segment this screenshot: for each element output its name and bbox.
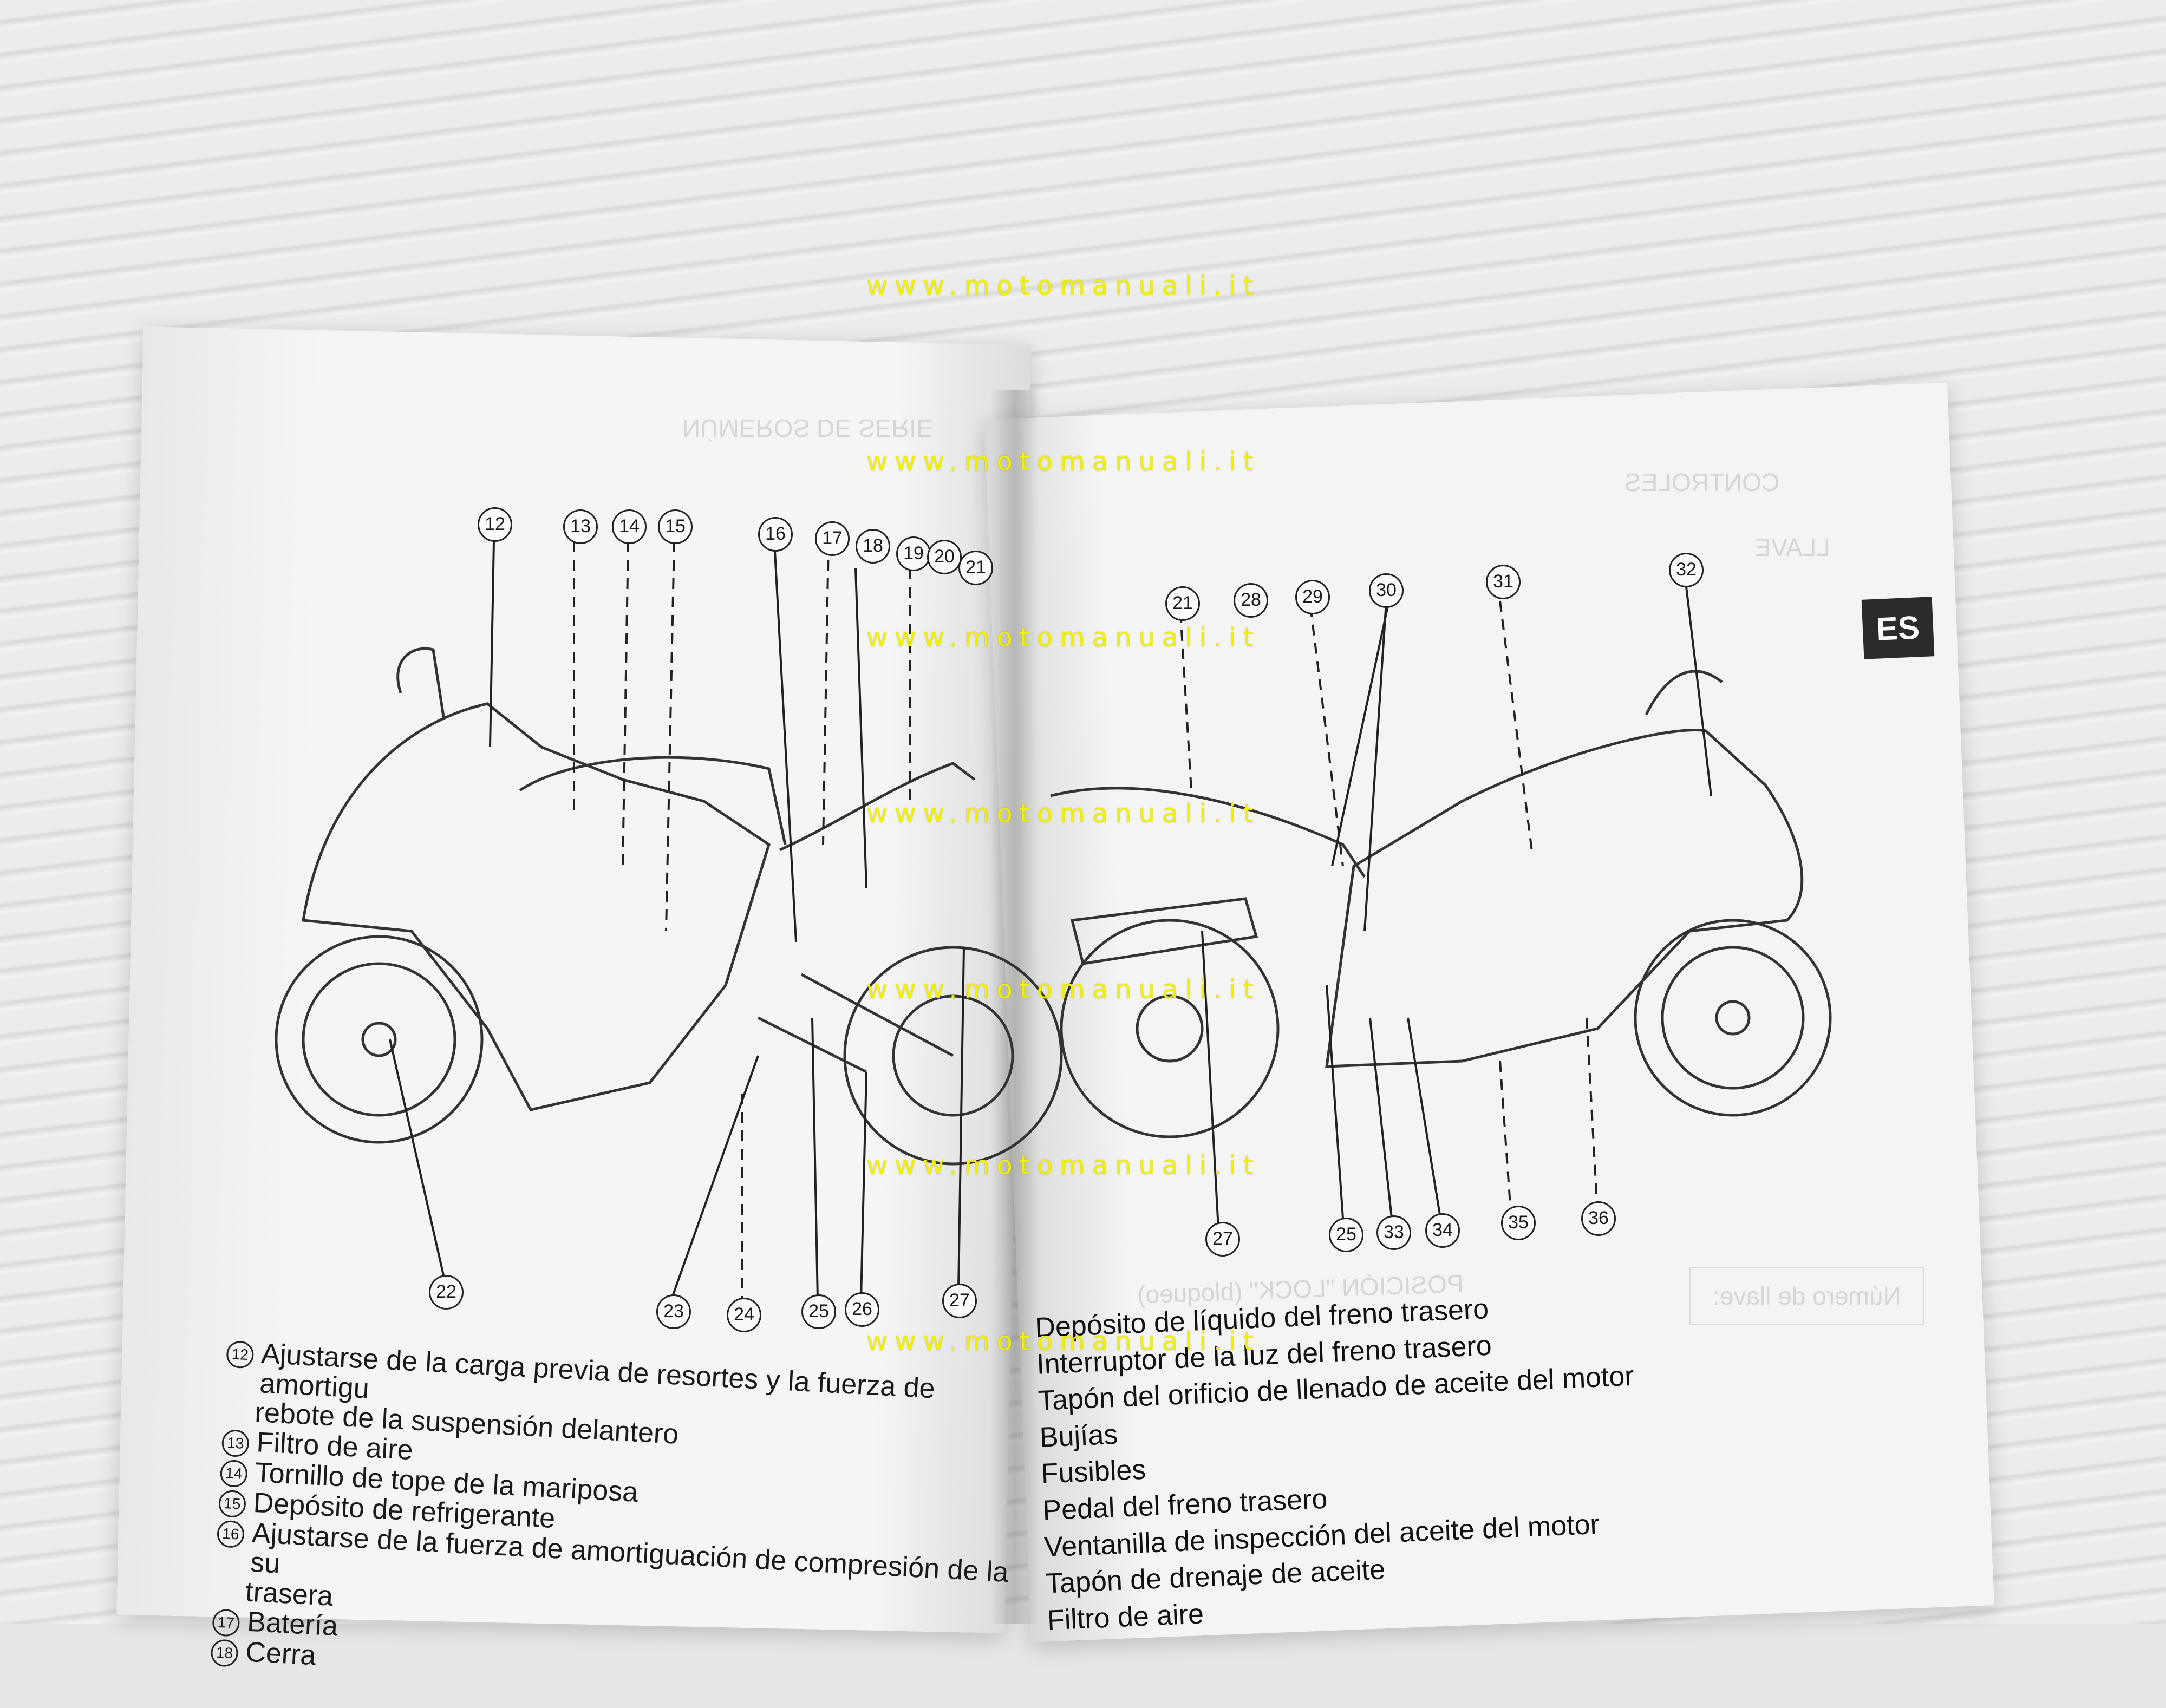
left-bike-seat [779, 762, 976, 852]
callout-35: 35 [1501, 1205, 1536, 1240]
right-bike-front-wheel [1634, 919, 1832, 1117]
callout-26: 26 [845, 1292, 879, 1327]
callout-27-right: 27 [1205, 1221, 1240, 1257]
callout-25-right: 25 [1329, 1217, 1363, 1252]
left-bike-fairing [302, 702, 771, 1111]
callout-20: 20 [927, 539, 962, 574]
callout-21-left: 21 [958, 550, 993, 585]
watermark-7: www.motomanuali.it [866, 1326, 1261, 1357]
callout-33: 33 [1376, 1215, 1411, 1250]
left-bike-windscreen [396, 647, 446, 721]
left-bike-front-wheel [275, 935, 484, 1144]
callout-12: 12 [478, 507, 512, 542]
callout-25-left: 25 [801, 1294, 836, 1329]
callout-19: 19 [896, 536, 931, 571]
callout-29: 29 [1295, 579, 1330, 614]
right-bike-windscreen [1645, 670, 1723, 716]
callout-18: 18 [856, 528, 890, 564]
watermark-3: www.motomanuali.it [866, 623, 1261, 653]
callout-31: 31 [1486, 564, 1521, 599]
callout-30: 30 [1369, 573, 1404, 608]
callout-15: 15 [658, 509, 693, 544]
left-bike-rear-wheel [843, 946, 1063, 1166]
callout-22: 22 [429, 1274, 464, 1310]
callout-24: 24 [727, 1297, 761, 1332]
right-bike-fairing [1325, 729, 1804, 1068]
callout-13: 13 [563, 509, 598, 544]
right-bike-rear-wheel [1060, 919, 1280, 1138]
book-gutter [991, 390, 1040, 1624]
callout-21-right: 21 [1165, 586, 1200, 621]
watermark-1: www.motomanuali.it [866, 271, 1261, 301]
callout-36: 36 [1581, 1201, 1616, 1236]
right-bike-seat [1050, 787, 1366, 878]
left-bike-tank [519, 756, 787, 845]
callout-34: 34 [1425, 1213, 1460, 1248]
motorcycle-diagram [275, 541, 1832, 1300]
watermark-4: www.motomanuali.it [866, 799, 1261, 829]
callout-17: 17 [815, 521, 850, 556]
callout-27-left: 27 [942, 1283, 977, 1318]
watermark-6: www.motomanuali.it [866, 1150, 1261, 1181]
callout-28: 28 [1234, 583, 1268, 618]
callout-14: 14 [612, 509, 647, 544]
callout-16: 16 [758, 516, 793, 552]
watermark-5: www.motomanuali.it [866, 974, 1261, 1005]
right-bike-exhaust [1070, 897, 1258, 965]
callout-32: 32 [1669, 552, 1704, 587]
callout-23: 23 [656, 1294, 691, 1329]
watermark-2: www.motomanuali.it [866, 447, 1261, 477]
